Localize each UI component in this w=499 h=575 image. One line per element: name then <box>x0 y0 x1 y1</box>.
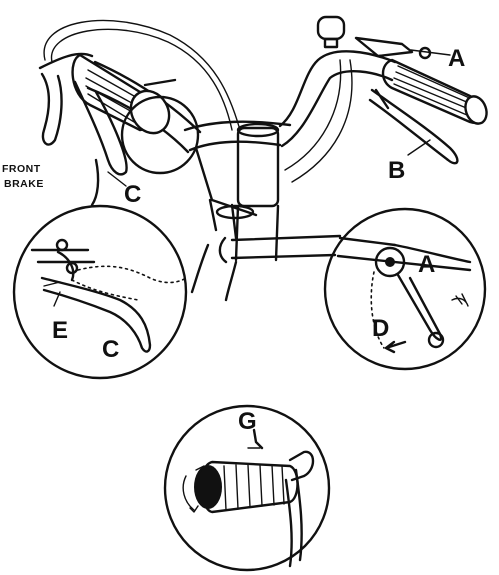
label-a-main: A <box>448 45 465 72</box>
label-a-inset: A <box>418 251 435 278</box>
right-grip <box>383 60 490 127</box>
label-b: B <box>388 157 405 184</box>
label-front: FRONT <box>2 163 41 175</box>
label-g: G <box>238 408 257 435</box>
inset-gear-lever-detail: A D <box>325 209 485 369</box>
label-e: E <box>52 317 68 344</box>
leader-b <box>408 140 430 155</box>
bell-icon <box>318 17 344 47</box>
label-brake: BRAKE <box>4 178 44 190</box>
inset-brake-detail: E C <box>14 206 186 378</box>
rear-brake-lever <box>370 90 457 163</box>
label-c-inset: C <box>102 336 119 363</box>
inset-twist-grip-detail: G <box>165 406 329 570</box>
label-d: D <box>372 315 389 342</box>
label-c-main: C <box>124 181 141 208</box>
